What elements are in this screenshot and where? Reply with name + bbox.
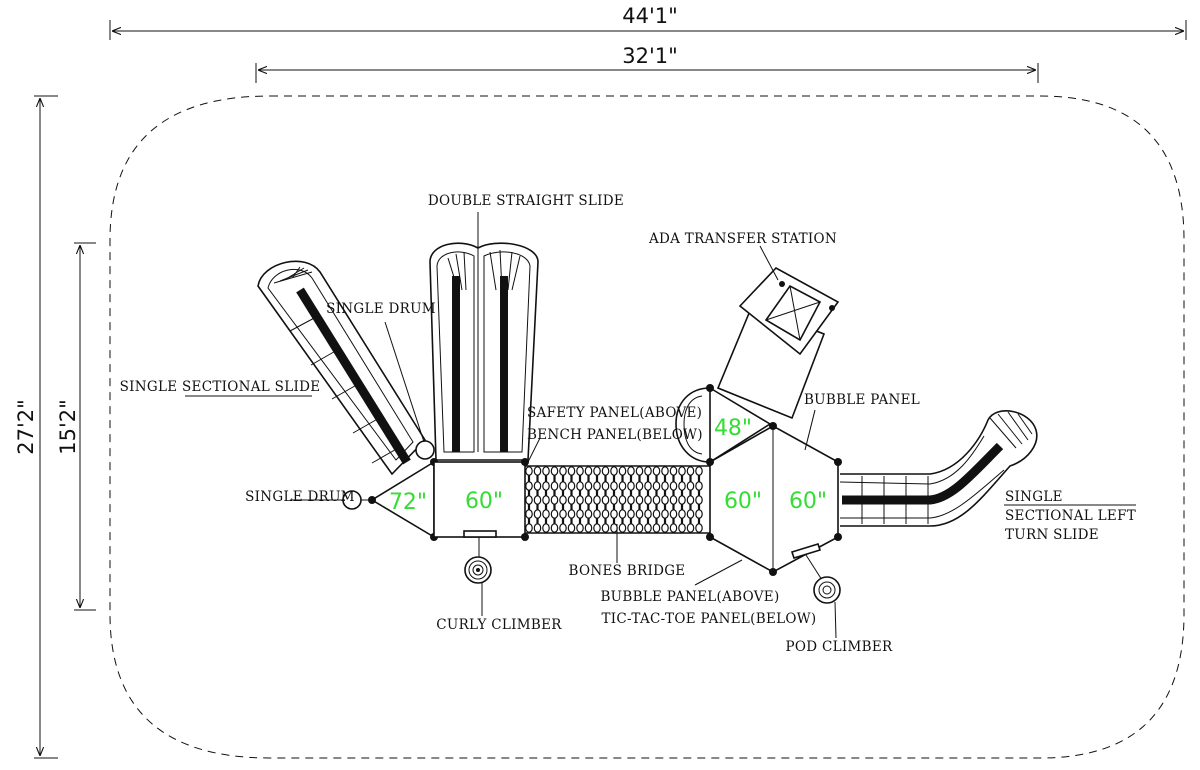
deck-height-hex-right: 60" xyxy=(789,489,827,514)
single-sectional-left-turn-slide xyxy=(839,410,1038,527)
ada-transfer-station xyxy=(716,267,840,420)
inner-width-label: 32'1" xyxy=(622,44,678,68)
label-ada-transfer-station: ADA TRANSFER STATION xyxy=(648,231,837,247)
label-bubble-panel: BUBBLE PANEL xyxy=(804,392,920,408)
deck-height-bubble: 48" xyxy=(714,416,752,441)
dimension-inner-width: 32'1" xyxy=(255,44,1039,83)
dimension-overall-width: 44'1" xyxy=(109,4,1187,40)
label-left-turn-slide-line1: SINGLE xyxy=(1005,489,1063,505)
dimension-inner-height: 15'2" xyxy=(56,242,96,611)
label-single-sectional-slide: SINGLE SECTIONAL SLIDE xyxy=(120,379,321,395)
triangle-deck xyxy=(342,458,438,541)
dimension-overall-height: 27'2" xyxy=(14,95,58,759)
leader-lines xyxy=(185,212,1136,639)
single-drum-top xyxy=(415,440,435,460)
safety-zone-boundary xyxy=(109,95,1185,759)
label-tic-tac-toe-panel: TIC-TAC-TOE PANEL(BELOW) xyxy=(601,611,816,627)
label-double-straight-slide: DOUBLE STRAIGHT SLIDE xyxy=(428,193,624,209)
label-bones-bridge: BONES BRIDGE xyxy=(569,563,686,579)
bones-bridge xyxy=(525,465,710,534)
curly-climber xyxy=(464,537,492,584)
overall-height-label: 27'2" xyxy=(14,399,38,455)
bubble-deck xyxy=(675,384,772,464)
label-bubble-panel-above: BUBBLE PANEL(ABOVE) xyxy=(600,589,779,605)
overall-width-label: 44'1" xyxy=(622,4,678,28)
deck-height-square: 60" xyxy=(465,489,503,514)
hexagon-deck xyxy=(706,422,842,576)
pod-climber xyxy=(805,554,841,604)
double-straight-slide xyxy=(429,242,539,461)
inner-height-label: 15'2" xyxy=(56,399,80,455)
label-pod-climber: POD CLIMBER xyxy=(786,639,893,655)
label-left-turn-slide-line2: SECTIONAL LEFT xyxy=(1005,508,1136,524)
label-left-turn-slide-line3: TURN SLIDE xyxy=(1005,527,1099,543)
deck-height-triangle: 72" xyxy=(389,490,427,515)
label-curly-climber: CURLY CLIMBER xyxy=(436,617,562,633)
deck-height-hex-left: 60" xyxy=(724,489,762,514)
square-deck xyxy=(433,458,529,541)
single-sectional-slide xyxy=(257,260,427,476)
label-safety-panel: SAFETY PANEL(ABOVE) xyxy=(527,405,702,421)
label-bench-panel: BENCH PANEL(BELOW) xyxy=(527,427,703,443)
label-single-drum-left: SINGLE DRUM xyxy=(245,489,355,505)
label-single-drum-top: SINGLE DRUM xyxy=(326,301,436,317)
